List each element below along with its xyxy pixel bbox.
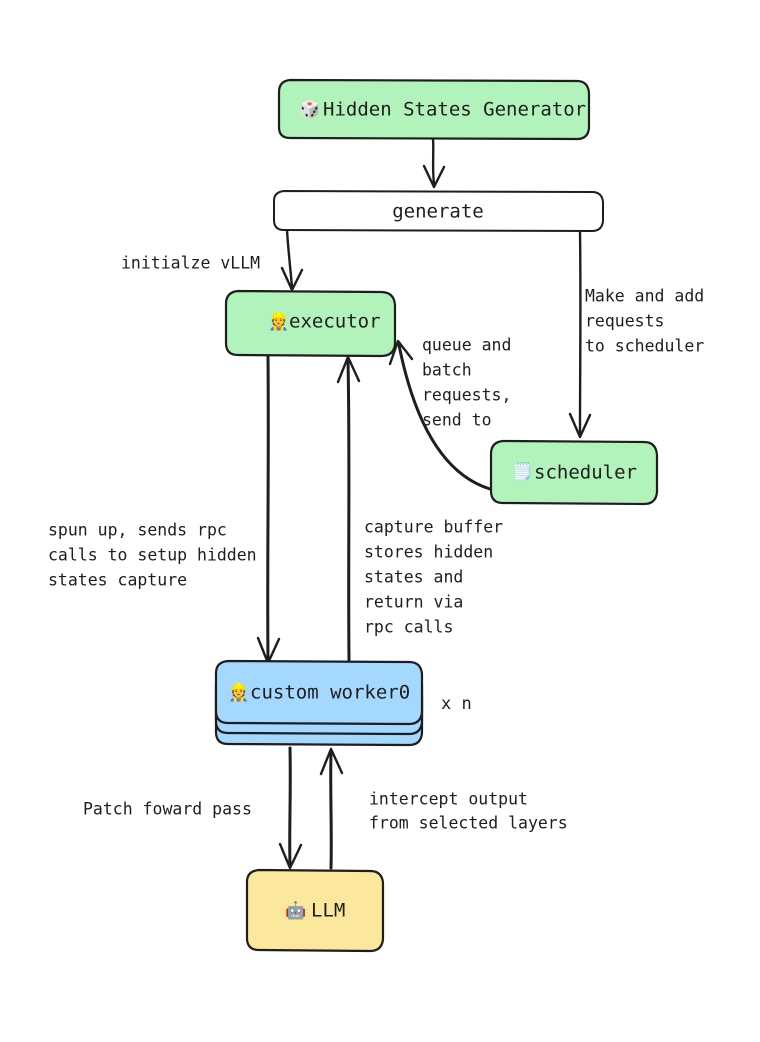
svg-text:send to: send to — [422, 411, 492, 430]
construction-worker-icon: 👷 — [228, 682, 249, 703]
node-label-hidden-states-generator: Hidden States Generator — [323, 99, 586, 121]
node-label-scheduler: scheduler — [534, 462, 637, 484]
game-die-icon: 🎲 — [299, 99, 320, 120]
node-label-llm: LLM — [311, 900, 345, 922]
edge-llm-to-worker — [319, 747, 344, 870]
robot-icon: 🤖 — [285, 900, 306, 921]
node-custom-worker[interactable]: 👷 custom worker0 — [214, 659, 424, 747]
svg-text:requests,: requests, — [422, 386, 511, 405]
edge-generate-to-executor — [280, 228, 304, 292]
svg-text:intercept output: intercept output — [369, 790, 528, 809]
svg-text:requests: requests — [585, 312, 664, 331]
edge-executor-to-worker — [256, 354, 281, 665]
svg-text:initialze vLLM: initialze vLLM — [121, 254, 260, 273]
edge-label-queue-and-batch: queue and batch requests, send to — [422, 336, 511, 430]
node-label-generate: generate — [392, 201, 484, 223]
svg-text:to scheduler: to scheduler — [585, 337, 704, 356]
svg-text:states and: states and — [364, 568, 463, 587]
svg-text:rpc calls: rpc calls — [364, 618, 453, 637]
node-generate[interactable]: generate — [273, 190, 604, 232]
worker-icon: 👷 — [268, 311, 289, 332]
worker-multiplier-label: x n — [441, 694, 472, 714]
edge-worker-to-executor — [336, 355, 361, 662]
edge-scheduler-to-executor — [388, 339, 492, 491]
svg-text:return via: return via — [364, 593, 463, 612]
svg-text:spun up, sends rpc: spun up, sends rpc — [48, 521, 227, 540]
svg-text:batch: batch — [422, 361, 472, 380]
svg-text:from selected layers: from selected layers — [369, 814, 568, 833]
edge-label-spun-up-rpc: spun up, sends rpc calls to setup hidden… — [48, 521, 257, 590]
edge-label-capture-buffer: capture buffer stores hidden states and … — [364, 518, 503, 637]
spiral-notepad-icon: 🗒️ — [512, 461, 533, 482]
svg-text:calls to setup hidden: calls to setup hidden — [48, 546, 257, 565]
svg-text:Make and add: Make and add — [585, 287, 704, 306]
node-executor[interactable]: 👷 executor — [224, 289, 397, 358]
edge-label-make-and-add-requests: Make and add requests to scheduler — [585, 287, 704, 356]
svg-text:states capture: states capture — [48, 571, 187, 590]
node-label-custom-worker: custom worker0 — [250, 682, 410, 704]
svg-text:capture buffer: capture buffer — [364, 518, 503, 537]
node-llm[interactable]: 🤖 LLM — [245, 868, 385, 953]
node-label-executor: executor — [289, 311, 381, 333]
edge-label-initialize-vllm: initialze vLLM — [121, 254, 260, 273]
svg-text:Patch foward pass: Patch foward pass — [83, 800, 252, 819]
edge-worker-to-llm — [278, 746, 303, 870]
node-hidden-states-generator[interactable]: 🎲 Hidden States Generator — [277, 78, 591, 141]
edge-generate-to-scheduler — [568, 229, 592, 439]
worker-stack-layer-front — [214, 659, 424, 726]
svg-text:queue and: queue and — [422, 336, 511, 355]
node-scheduler[interactable]: 🗒️ scheduler — [489, 439, 659, 506]
edge-label-patch-forward-pass: Patch foward pass — [83, 800, 252, 819]
svg-text:stores hidden: stores hidden — [364, 543, 493, 562]
edge-label-intercept-output: intercept output from selected layers — [369, 790, 568, 833]
edge-generator-to-generate — [422, 137, 446, 189]
